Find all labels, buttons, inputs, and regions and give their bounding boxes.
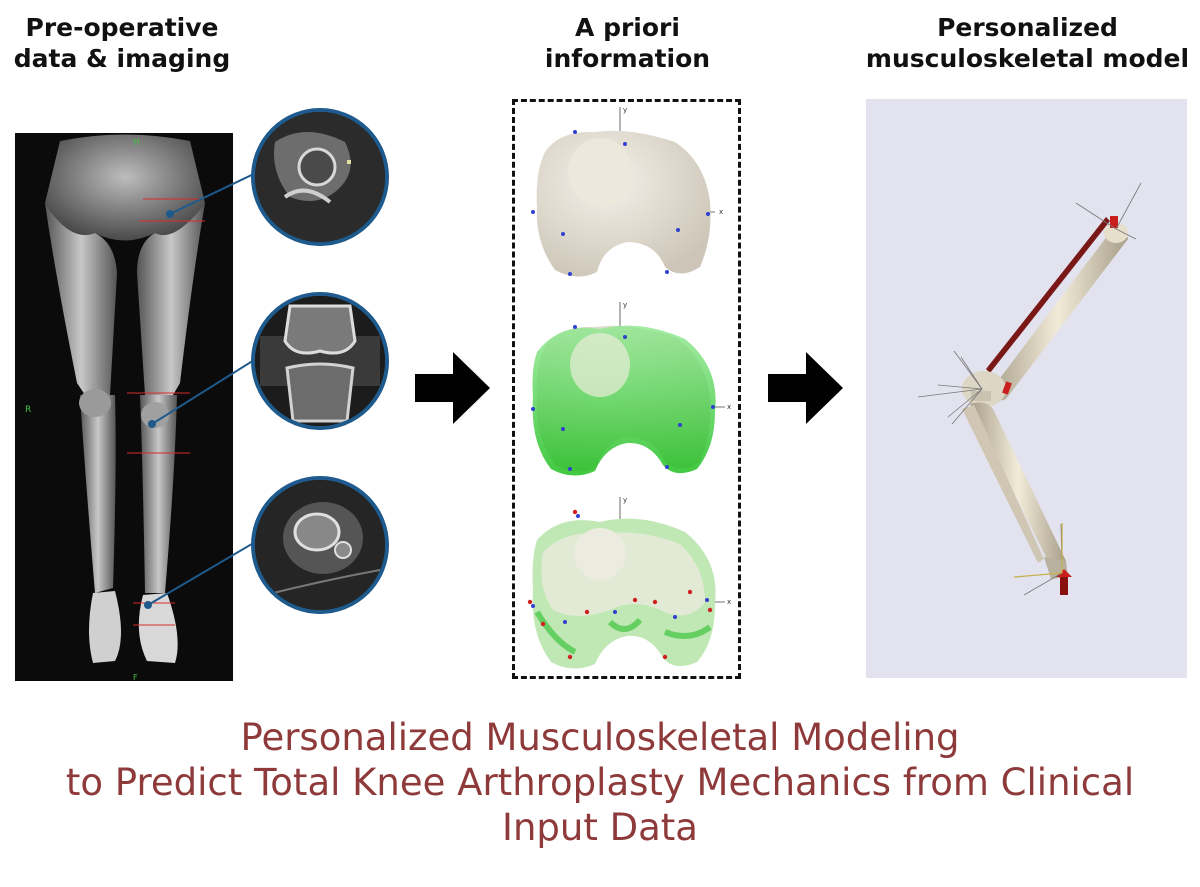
femur-view-segmented: y x (527, 496, 731, 669)
title-model: Personalized musculoskeletal model (860, 12, 1195, 74)
femur-view-plain: y x (531, 106, 723, 277)
title-apriori: A priori information (515, 12, 740, 74)
arrow-right-icon-1 (415, 352, 490, 424)
xray-drawing: H R F (25, 134, 205, 682)
leg-model-drawing (917, 182, 1142, 596)
title-preoperative-line1: Pre-operative (25, 13, 219, 42)
figure-title-line3: Input Data (502, 806, 698, 849)
ct-hip-slice (251, 108, 389, 246)
title-preoperative: Pre-operative data & imaging (12, 12, 232, 74)
title-model-line2: musculoskeletal model (865, 44, 1190, 73)
title-apriori-line2: information (544, 44, 711, 73)
axis-x-label-3: x (727, 598, 731, 606)
ct-connector-lines (144, 169, 263, 609)
femur-views: y x y x (527, 106, 731, 669)
axis-x-label-2: x (727, 403, 731, 411)
apriori-box: y x y x (512, 99, 741, 679)
femur-view-green-overlay: y x (531, 301, 731, 476)
axis-y-label-2: y (623, 301, 627, 309)
ct-ankle-slice (251, 476, 389, 614)
musculoskeletal-model-view (866, 99, 1187, 678)
xray-marker-bottom: F (133, 673, 138, 681)
title-model-line1: Personalized (937, 13, 1118, 42)
title-preoperative-line2: data & imaging (13, 44, 231, 73)
axis-x-label-1: x (719, 208, 723, 216)
xray-marker-top: H (133, 138, 140, 148)
full-leg-xray-image: H R F (15, 133, 233, 682)
xray-marker-side: R (25, 405, 31, 415)
figure-title-line1: Personalized Musculoskeletal Modeling (240, 716, 960, 759)
axis-y-label-1: y (623, 106, 627, 114)
ct-knee-slice (251, 292, 389, 430)
figure-title: Personalized Musculoskeletal Modeling to… (0, 715, 1200, 850)
axis-y-label-3: y (623, 496, 627, 504)
arrow-right-icon-2 (768, 352, 843, 424)
figure-title-line2: to Predict Total Knee Arthroplasty Mecha… (65, 761, 1135, 804)
title-apriori-line1: A priori (575, 13, 680, 42)
